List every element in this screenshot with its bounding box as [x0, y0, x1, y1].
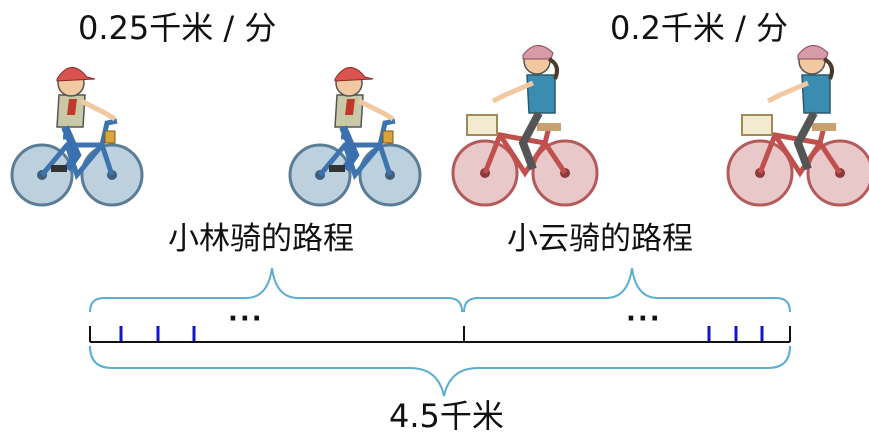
xiaoyun-distance-label: 小云骑的路程 — [507, 221, 693, 257]
xiaolin-distance-brace — [89, 267, 463, 313]
ellipsis-left: ··· — [228, 304, 264, 334]
total-distance-label: 4.5千米 — [389, 397, 504, 435]
xiaoyun-speed-label: 0.2千米 / 分 — [610, 9, 789, 47]
total-distance-brace — [89, 345, 791, 397]
xiaoyun-cyclist-end-icon — [453, 45, 597, 205]
xiaolin-cyclist-start-icon — [12, 67, 142, 205]
ellipsis-right: ··· — [626, 304, 662, 334]
xiaoyun-distance-brace — [463, 267, 791, 313]
xiaoyun-cyclist-start-icon — [728, 45, 869, 205]
xiaolin-speed-label: 0.25千米 / 分 — [78, 9, 277, 47]
xiaolin-cyclist-end-icon — [290, 67, 420, 205]
xiaolin-distance-label: 小林骑的路程 — [168, 221, 354, 257]
